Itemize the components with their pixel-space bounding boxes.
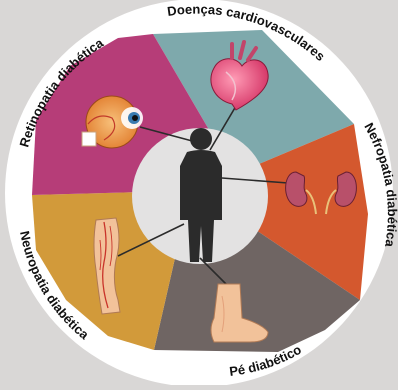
diabetes-complications-diagram: Doenças cardiovasculares Nefropatia diab… <box>0 0 398 385</box>
diagram-svg: Doenças cardiovasculares Nefropatia diab… <box>0 0 398 385</box>
